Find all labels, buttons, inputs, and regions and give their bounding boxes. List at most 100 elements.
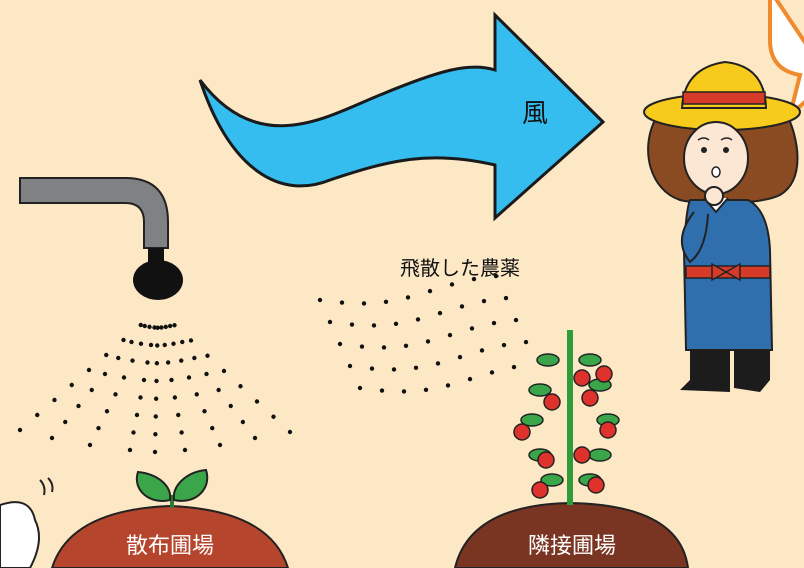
droplet <box>361 301 367 306</box>
tomato-fruit <box>531 481 549 499</box>
droplet <box>503 295 509 301</box>
droplet <box>447 332 453 338</box>
droplet <box>167 323 173 329</box>
droplet <box>134 412 140 418</box>
drift-droplets <box>317 273 529 394</box>
spray-droplets <box>17 322 293 455</box>
droplet <box>287 429 293 435</box>
droplet <box>86 367 92 373</box>
tomato-fruit <box>537 451 555 469</box>
droplet <box>165 360 171 365</box>
droplet <box>152 449 158 455</box>
droplet <box>210 425 215 431</box>
droplet <box>371 323 377 328</box>
droplet <box>469 326 475 331</box>
droplet <box>204 371 209 377</box>
droplet <box>369 366 375 371</box>
droplet <box>102 371 108 377</box>
droplet <box>471 276 477 282</box>
droplet <box>511 364 517 370</box>
tomato-leaf <box>520 413 544 427</box>
droplet <box>148 342 154 348</box>
droplet <box>459 304 465 309</box>
droplet <box>162 342 167 348</box>
droplet <box>121 337 126 343</box>
speech-bubble-icon <box>768 0 804 121</box>
droplet <box>153 432 158 437</box>
droplet <box>153 396 159 401</box>
tomato-plant-icon <box>513 330 620 505</box>
droplet <box>145 360 150 365</box>
droplet <box>96 425 101 431</box>
droplet <box>113 392 118 397</box>
droplet <box>154 361 160 366</box>
tomato-fruit <box>599 421 617 439</box>
tomato-leaf <box>588 448 612 462</box>
farmer-woman-icon <box>643 60 801 392</box>
wind-arrow-icon: 風 <box>198 11 606 222</box>
droplet <box>76 403 81 409</box>
droplet <box>138 395 143 400</box>
partial-character-left <box>0 477 54 568</box>
droplet <box>513 317 519 323</box>
droplet <box>337 341 343 347</box>
droplet <box>271 414 276 419</box>
tomato-fruit <box>581 389 599 407</box>
droplet <box>147 324 152 330</box>
droplet <box>339 300 345 305</box>
droplet <box>89 387 94 393</box>
droplet <box>182 447 188 453</box>
droplet <box>104 352 109 358</box>
droplet <box>138 341 144 346</box>
droplet <box>379 388 385 393</box>
sprayed-field-label: 散布圃場 <box>126 534 214 559</box>
droplet <box>159 325 164 330</box>
droplet <box>216 387 221 393</box>
droplet <box>493 273 499 279</box>
droplet <box>457 354 463 360</box>
droplet <box>171 341 176 346</box>
droplet <box>252 435 258 441</box>
droplet <box>194 392 199 397</box>
droplet <box>423 387 429 392</box>
droplet <box>154 378 159 384</box>
droplet <box>427 288 433 294</box>
droplet <box>357 385 363 391</box>
seedling-icon <box>135 468 209 508</box>
droplet <box>221 368 227 374</box>
droplet <box>179 358 184 363</box>
tomato-fruit <box>513 423 531 441</box>
droplet <box>180 339 185 345</box>
droplet <box>17 427 23 433</box>
droplet <box>501 342 507 348</box>
droplet <box>403 343 409 348</box>
droplet <box>405 295 411 300</box>
droplet <box>121 375 127 380</box>
adjacent-field: 隣接圃場 <box>453 501 690 568</box>
droplet <box>131 430 136 435</box>
droplet <box>172 395 178 400</box>
droplet <box>104 409 110 414</box>
droplet <box>449 282 455 287</box>
droplet <box>479 348 485 353</box>
droplet <box>445 383 451 388</box>
tomato-fruit <box>595 365 613 383</box>
droplet <box>391 367 397 372</box>
droplet <box>63 419 68 425</box>
droplet <box>69 382 74 388</box>
droplet <box>413 365 419 370</box>
tomato-leaf <box>578 353 602 367</box>
droplet <box>202 409 207 414</box>
tomato-leaf <box>536 353 560 367</box>
droplet <box>52 397 57 403</box>
droplet <box>217 442 223 448</box>
droplet <box>228 403 233 409</box>
droplet <box>172 323 177 328</box>
droplet <box>327 319 333 325</box>
droplet <box>129 339 134 345</box>
droplet <box>523 339 529 345</box>
drift-label: 飛散した農薬 <box>400 256 520 280</box>
droplet <box>127 447 133 453</box>
